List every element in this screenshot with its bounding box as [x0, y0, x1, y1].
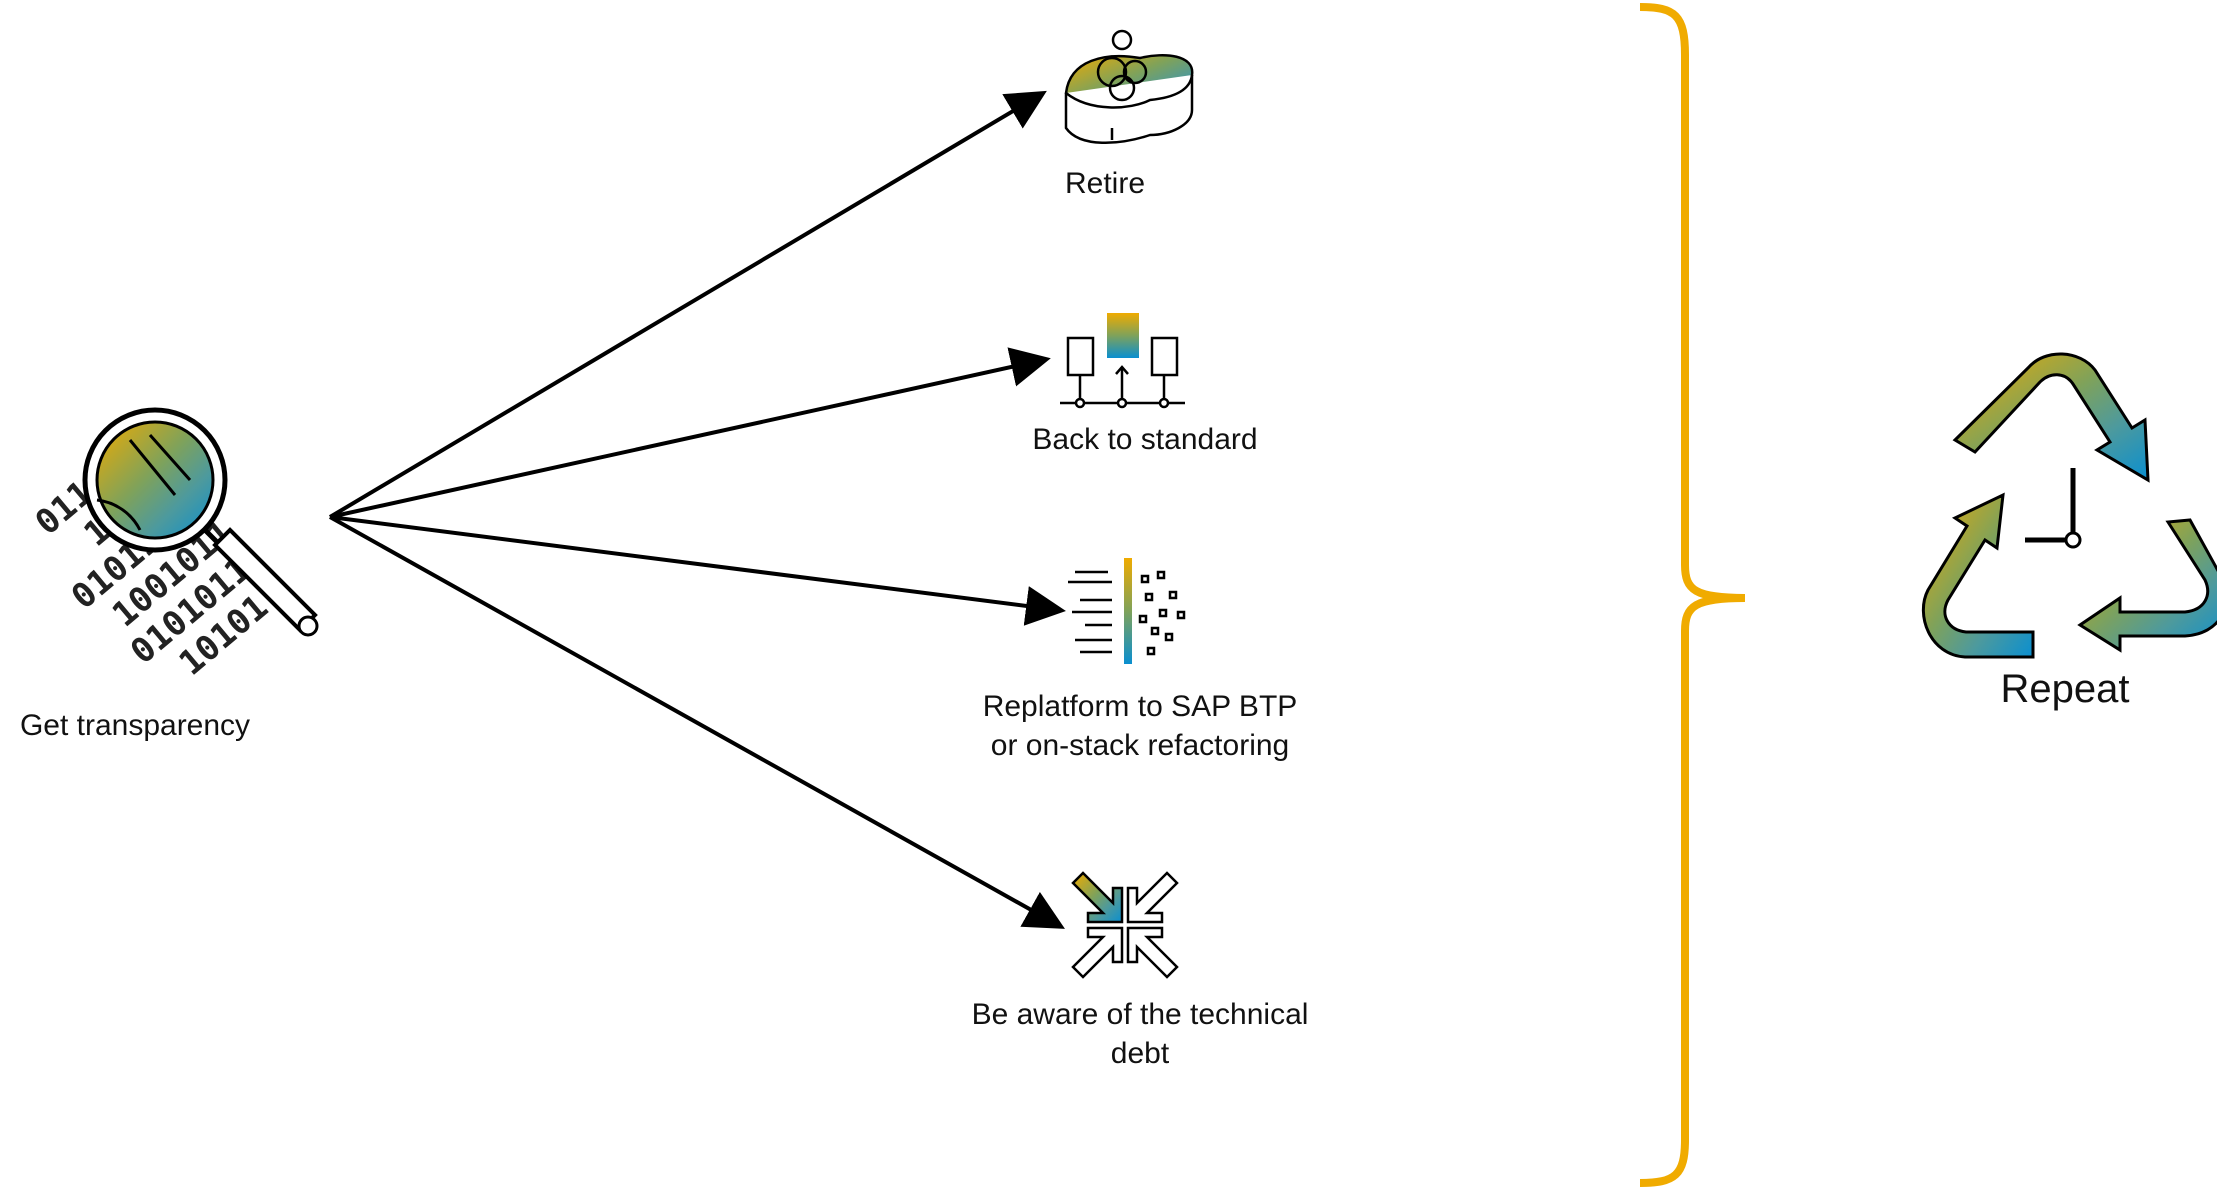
arrow-to-retire [328, 90, 1047, 519]
curly-brace [1639, 3, 1746, 1187]
recycle-clock-icon [1921, 352, 2217, 659]
option-label-retire: Retire [1064, 167, 1146, 200]
source-label: Get transparency [19, 709, 251, 742]
compress-arrows-icon [1071, 871, 1179, 979]
arrow-to-standard [329, 347, 1051, 519]
connector-arrows [328, 90, 1066, 929]
sponge-icon [1064, 29, 1194, 144]
transform-particles-icon [1068, 558, 1186, 664]
arrow-to-debt [329, 515, 1065, 929]
arrow-to-replatform [329, 515, 1066, 626]
option-label-technical-debt: Be aware of the technical debt [971, 998, 1309, 1070]
repeat-label: Repeat [2000, 667, 2130, 711]
standard-network-icon [1060, 313, 1185, 409]
option-label-standard: Back to standard [1032, 423, 1258, 456]
option-label-replatform: Replatform to SAP BTP or on-stack refact… [982, 690, 1298, 762]
